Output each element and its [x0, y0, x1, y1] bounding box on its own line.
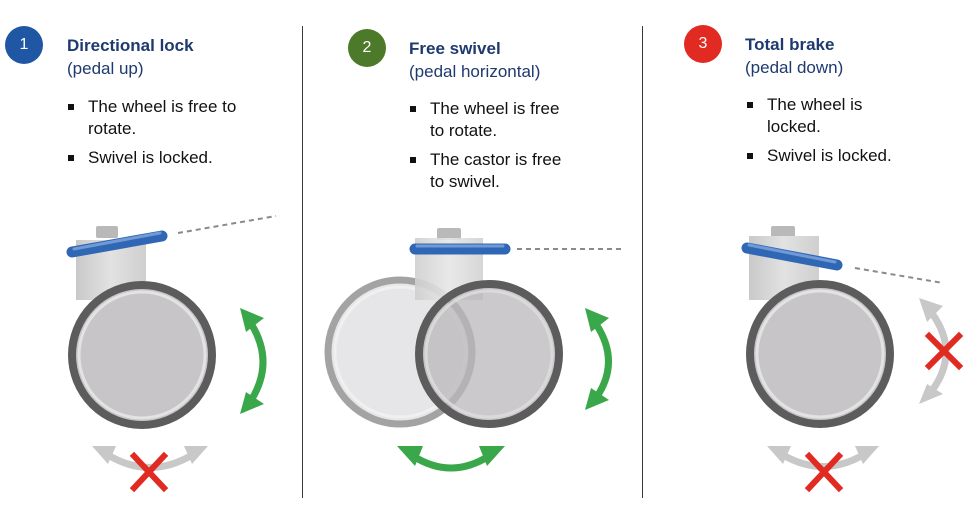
bullet-item: The wheel is free to rotate.: [408, 98, 560, 142]
bullet-list: The wheel is free to rotate. The castor …: [408, 98, 608, 200]
swivel-x-mark-icon: [129, 451, 169, 493]
bullet-list: The wheel is locked. Swivel is locked.: [745, 94, 945, 174]
rotation-allowed-icon: [240, 308, 267, 414]
bullet-list: The wheel is free to rotate. Swivel is l…: [66, 96, 276, 176]
castor-wheel: [746, 280, 894, 428]
castor-wheel: [68, 281, 216, 429]
rotation-x-mark-icon: [924, 331, 964, 371]
castor-illustration: [324, 228, 623, 472]
panel-directional-lock: 1 Directional lock (pedal up) The wheel …: [0, 0, 300, 526]
panel-title: Free swivel: [409, 39, 501, 58]
step-number: 3: [698, 35, 708, 52]
castor-stem: [96, 226, 118, 238]
panel-divider-1: [302, 26, 303, 498]
step-badge-2: 2: [348, 29, 386, 67]
step-badge-1: 1: [5, 26, 43, 64]
panel-divider-2: [642, 26, 643, 498]
castor-wheel: [415, 280, 563, 428]
bullet-item: Swivel is locked.: [66, 147, 276, 169]
step-number: 2: [362, 39, 372, 56]
panel-subtitle: (pedal horizontal): [409, 62, 541, 81]
bullet-item: Swivel is locked.: [745, 145, 945, 167]
rotation-allowed-icon: [585, 308, 612, 410]
panel-total-brake: 3 Total brake (pedal down) The wheel is …: [643, 0, 976, 526]
pedal-angle-line: [177, 215, 277, 234]
castor-illustration: [741, 226, 964, 493]
panel-free-swivel: 2 Free swivel (pedal horizontal) The whe…: [303, 0, 641, 526]
pedal-angle-line: [854, 267, 944, 284]
panel-subtitle: (pedal down): [745, 58, 844, 77]
swivel-blocked-arrow-icon: [767, 446, 879, 470]
brake-pedal: [741, 242, 843, 271]
swivel-x-mark-icon: [804, 451, 844, 493]
castor-stem: [771, 226, 795, 238]
panel-subtitle: (pedal up): [67, 59, 144, 78]
step-badge-3: 3: [684, 25, 722, 63]
castor-stem: [437, 228, 461, 240]
swivel-allowed-icon: [397, 446, 505, 472]
bullet-item: The wheel is free to rotate.: [66, 96, 258, 140]
panel-title: Directional lock: [67, 36, 194, 55]
bullet-item: The castor is free to swivel.: [408, 149, 570, 193]
bullet-item: The wheel is locked.: [745, 94, 887, 138]
brake-pedal: [66, 230, 168, 258]
swivel-blocked-arrow-icon: [92, 446, 208, 471]
castor-illustration: [66, 215, 277, 493]
panel-title: Total brake: [745, 35, 835, 54]
step-number: 1: [19, 36, 29, 53]
